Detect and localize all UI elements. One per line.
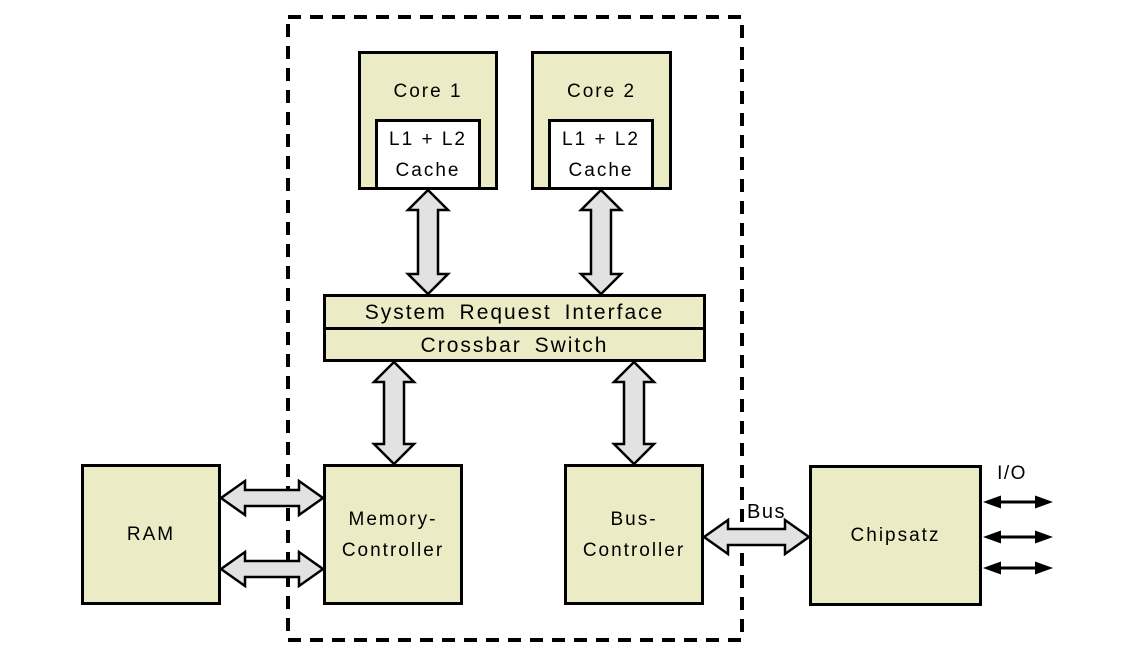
sri-crossbar-stack: System Request Interface Crossbar Switch (323, 294, 706, 362)
io-arrow-2 (983, 530, 1053, 544)
bus-label: Bus (747, 501, 786, 523)
crossbar-switch-box: Crossbar Switch (326, 330, 703, 361)
ram-box: RAM (81, 464, 221, 605)
arrow-ram-memory-controller-upper (218, 478, 326, 518)
memory-controller-box: Memory- Controller (323, 464, 463, 605)
core2-cache-label-line2: Cache (568, 159, 634, 181)
core1-cache-label-line2: Cache (395, 159, 461, 181)
core2-label: Core 2 (566, 81, 637, 102)
arrow-cache1-sri (404, 188, 452, 296)
chipset-label: Chipsatz (850, 525, 941, 546)
arrow-cache2-sri (577, 188, 625, 296)
bus-controller-label-line2: Controller (582, 539, 686, 561)
arrow-ram-memory-controller-lower (218, 549, 326, 589)
io-label: I/O (997, 463, 1027, 484)
arrow-crossbar-memory-controller (370, 360, 418, 466)
memory-controller-label-line1: Memory- (348, 508, 438, 530)
core2-cache-box: L1 + L2 Cache (548, 119, 654, 190)
cpu-package-dashed-border (286, 15, 744, 642)
memory-controller-label-line2: Controller (341, 539, 445, 561)
bus-controller-label-line1: Bus- (610, 508, 658, 530)
io-arrow-3 (983, 561, 1053, 575)
core1-cache-label-line1: L1 + L2 (389, 128, 467, 150)
core2-cache-label-line1: L1 + L2 (562, 128, 640, 150)
io-arrow-1 (983, 495, 1053, 509)
bus-controller-box: Bus- Controller (564, 464, 704, 605)
ram-label: RAM (126, 524, 176, 545)
arrow-bus-controller-chipset (701, 517, 812, 557)
core1-cache-box: L1 + L2 Cache (375, 119, 481, 190)
system-request-interface-box: System Request Interface (326, 297, 703, 330)
core1-label: Core 1 (393, 81, 463, 102)
system-request-interface-label: System Request Interface (364, 300, 665, 324)
crossbar-switch-label: Crossbar Switch (420, 334, 609, 357)
arrow-crossbar-bus-controller (610, 360, 658, 466)
chipset-box: Chipsatz (809, 465, 982, 606)
